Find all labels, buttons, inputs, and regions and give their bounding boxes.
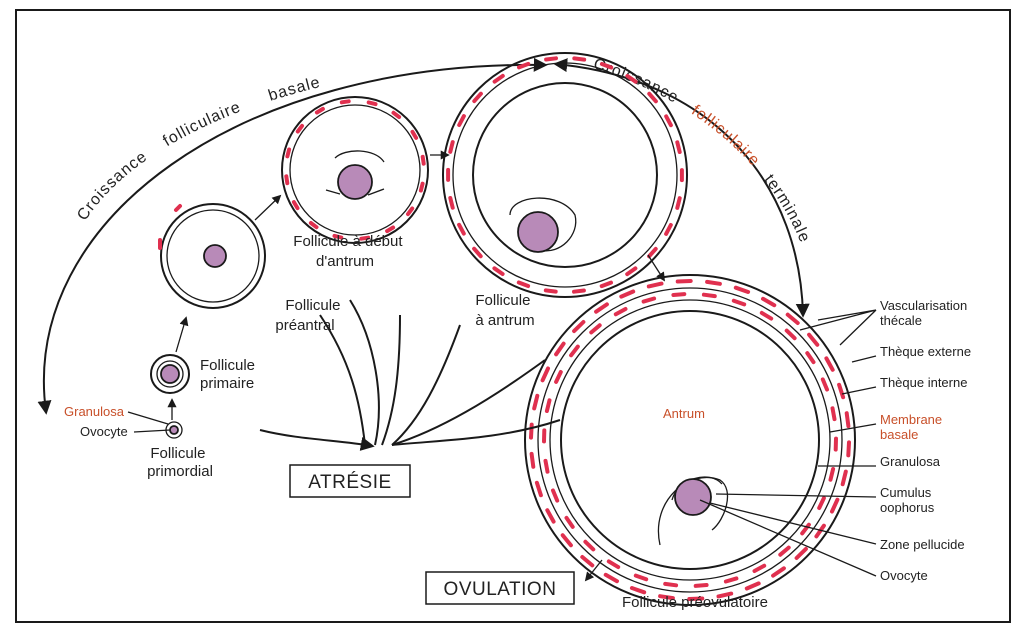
structure-label-theque-externe: Thèque externe [880,344,971,359]
ovulation-box: OVULATION [426,572,574,604]
vascular-dash [677,142,679,152]
label-antrum-cavity: Antrum [663,406,705,421]
atresie-label: ATRÉSIE [308,472,391,493]
vascular-dash [833,408,835,419]
vascular-dash [649,284,662,287]
structure-label-zone-pellucide: Zone pellucide [880,537,965,552]
label-primordial: Follicule primordial [147,445,213,480]
vascular-dash [678,281,691,282]
structure-label-theque-interne: Thèque interne [880,375,967,390]
vascular-dash [369,102,376,104]
vascular-dash [546,461,548,472]
vascular-dash [450,142,452,152]
vascular-dash [421,184,423,191]
vascular-dash [677,198,679,208]
vascular-dash [707,282,720,284]
vascular-dash [547,400,550,411]
vascular-dash [287,150,289,157]
vascular-dash [342,101,349,102]
vascular-dash [696,585,707,586]
vascular-dash [704,295,715,296]
structure-label-granulosa: Granulosa [880,454,941,469]
vascular-dash [546,290,556,291]
ovulation-label: OVULATION [444,579,557,600]
vascular-dash [574,291,584,292]
granulosa-small-label: Granulosa [64,404,125,419]
vascular-dash [574,58,584,59]
atresie-box: ATRÉSIE [290,465,410,497]
vascular-dash [847,413,849,426]
vascular-dash [665,584,676,585]
vascular-dash [532,454,534,467]
primary-follicle [151,355,189,393]
structure-label-ovocyte: Ovocyte [880,568,928,583]
vascular-dash [831,469,834,480]
label-preovulatoire: Follicule préovulatoire [622,594,768,611]
label-primaire: Follicule primaire [200,357,259,392]
ovocyte-small-label: Ovocyte [80,424,128,439]
vascular-dash [848,442,849,455]
vascular-dash [546,58,556,59]
vascular-dash [286,176,287,183]
vascular-dash [531,425,532,438]
vascular-dash [423,157,424,164]
vascular-dash [450,198,452,208]
vascular-dash [673,294,684,295]
